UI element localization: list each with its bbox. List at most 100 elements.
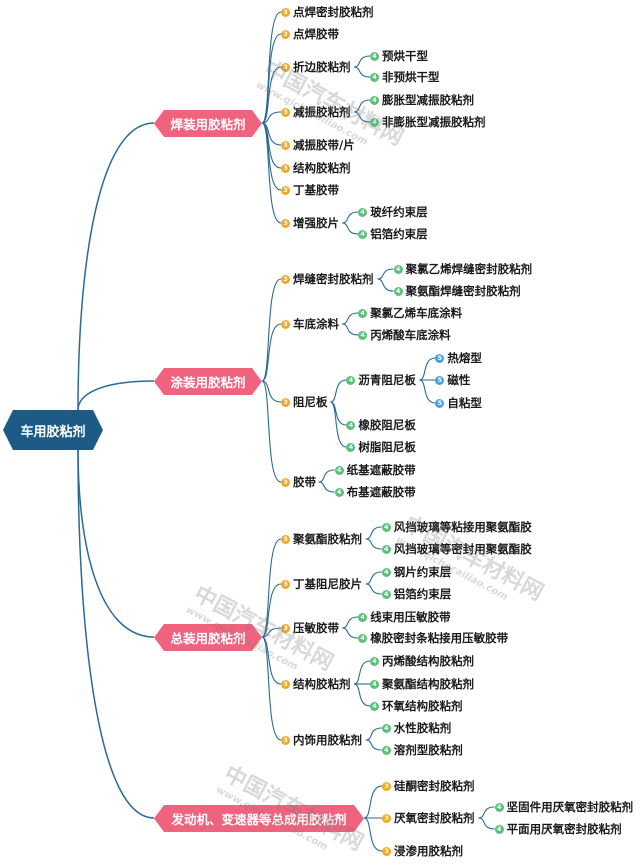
level-3-badge-icon: 3 <box>281 107 290 117</box>
level-3-badge-icon: 3 <box>281 534 290 544</box>
level-3-badge-icon: 3 <box>281 623 290 633</box>
level-3-badge-icon: 3 <box>281 163 290 173</box>
root-node[interactable]: 车用胶粘剂 <box>3 410 103 450</box>
level-3-badge-icon: 3 <box>281 397 290 407</box>
branch-node-painting[interactable]: 涂装用胶粘剂 <box>154 368 262 395</box>
connector-line <box>342 211 359 224</box>
connector-line <box>365 727 382 741</box>
connector-line <box>353 683 371 707</box>
branch-node-welding[interactable]: 焊装用胶粘剂 <box>154 110 262 137</box>
connector-line <box>342 312 359 325</box>
level-3-badge-icon: 3 <box>281 29 290 39</box>
connector-line <box>261 66 282 124</box>
node-label: 点焊胶带 <box>293 27 339 41</box>
node-label: 结构胶粘剂 <box>293 161 351 175</box>
connector-line <box>365 571 382 585</box>
level-4-badge-icon: 4 <box>358 330 368 340</box>
connector-line <box>261 636 282 685</box>
node-label: 减振胶粘剂 <box>293 105 351 119</box>
level-4-badge-icon: 4 <box>370 701 379 711</box>
connector-line <box>318 481 335 493</box>
node-label: 铝箔约束层 <box>393 587 452 601</box>
level-5-badge-icon: 5 <box>435 375 445 385</box>
node-label: 浸渗用胶粘剂 <box>394 844 463 858</box>
connector-line <box>261 33 282 124</box>
level-3-badge-icon: 3 <box>281 62 290 72</box>
node-label: 磁性 <box>447 373 471 387</box>
level-4-badge-icon: 4 <box>381 589 391 599</box>
node-label: 丁基胶带 <box>293 183 339 197</box>
connector-line <box>363 817 383 852</box>
level-3-badge-icon: 3 <box>281 477 290 487</box>
connector-line <box>353 111 371 123</box>
level-3-badge-icon: 3 <box>281 185 290 195</box>
connector-line <box>261 111 282 124</box>
node-label: 胶带 <box>293 475 316 489</box>
branch-node-powertrain[interactable]: 发动机、变速器等总成用胶粘剂 <box>154 805 364 832</box>
level-4-badge-icon: 4 <box>358 308 368 318</box>
branch-label: 焊装用胶粘剂 <box>170 117 246 132</box>
branch-node-assembly[interactable]: 总装用胶粘剂 <box>154 624 262 651</box>
node-label: 风挡玻璃等粘接用聚氨酯胶 <box>393 520 532 534</box>
node-label: 环氧结构胶粘剂 <box>382 699 463 713</box>
level-4-badge-icon: 4 <box>370 656 379 666</box>
node-label: 沥青阻尼板 <box>358 373 416 387</box>
node-label: 树脂阻尼板 <box>358 440 416 454</box>
level-4-badge-icon: 4 <box>381 745 391 755</box>
connector-line <box>261 380 282 483</box>
level-4-badge-icon: 4 <box>334 487 344 497</box>
